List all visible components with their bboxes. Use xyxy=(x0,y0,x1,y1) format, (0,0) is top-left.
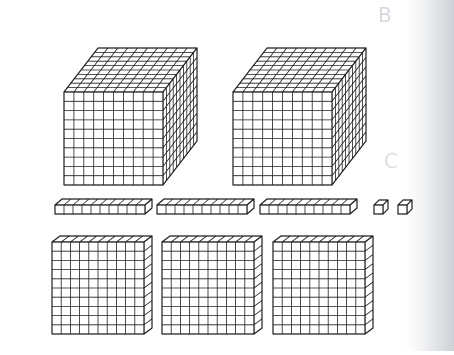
hundred-flat-icon xyxy=(273,236,373,334)
one-cube-icon xyxy=(398,200,412,214)
hundred-flat-icon xyxy=(52,236,152,334)
ten-rod-icon xyxy=(157,199,254,214)
thousand-cube-icon xyxy=(233,48,366,185)
ten-rods-row xyxy=(55,199,357,214)
faint-bleed-through-letter: B xyxy=(378,3,392,27)
hundred-flat-icon xyxy=(162,236,262,334)
thousand-cube-icon xyxy=(64,48,197,185)
hundred-flats-row xyxy=(52,236,373,334)
scan-edge-shadow xyxy=(396,0,454,351)
ten-rod-icon xyxy=(260,199,357,214)
faint-bleed-through-letter: C xyxy=(384,149,398,173)
one-cube-icon xyxy=(374,200,388,214)
ten-rod-icon xyxy=(55,199,152,214)
